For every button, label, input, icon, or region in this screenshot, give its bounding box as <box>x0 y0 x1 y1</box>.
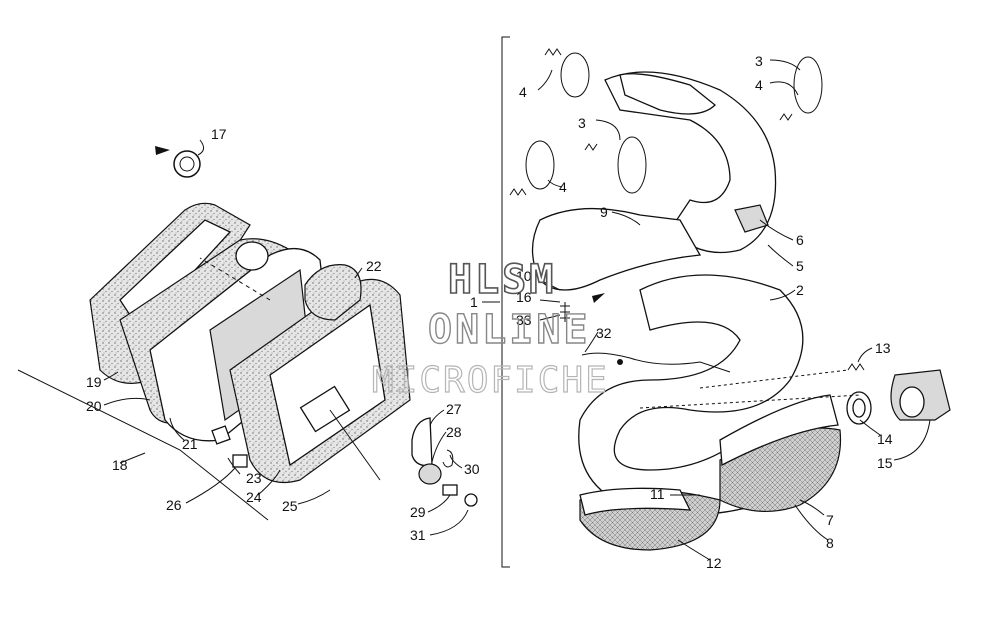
callout-29: 29 <box>410 504 426 520</box>
bracket-line-1 <box>501 36 510 568</box>
callout-2: 2 <box>796 282 804 298</box>
callout-26: 26 <box>166 497 182 513</box>
callout-3-top-right: 3 <box>755 53 763 69</box>
watermark: HLSM ONLINE MICROFICHE <box>371 256 609 401</box>
callout-1: 1 <box>470 294 478 310</box>
callout-10: 10 <box>516 268 532 284</box>
callout-22: 22 <box>366 258 382 274</box>
bracket-line-18 <box>17 369 269 521</box>
spring-33 <box>560 302 570 322</box>
spring-4-upper <box>544 48 562 56</box>
callout-18: 18 <box>112 457 128 473</box>
pipe-assembly <box>199 36 951 568</box>
leader-lines <box>103 59 931 561</box>
callout-7: 7 <box>826 512 834 528</box>
pipe-9 <box>531 207 702 291</box>
callout-9: 9 <box>600 204 608 220</box>
arrow-marker-32 <box>592 293 605 303</box>
callout-3-center: 3 <box>578 115 586 131</box>
callout-4-right: 4 <box>755 77 763 93</box>
callout-6: 6 <box>796 232 804 248</box>
callout-4-left: 4 <box>519 84 527 100</box>
grommet-28 <box>418 463 442 485</box>
callout-15: 15 <box>877 455 893 471</box>
heat-shield-8 <box>719 394 839 467</box>
bracket-27 <box>411 417 433 467</box>
muffler-assembly <box>17 146 411 521</box>
spacer-29 <box>442 484 458 496</box>
bolt-23 <box>211 425 231 445</box>
arrow-marker-17 <box>155 146 170 155</box>
callout-14: 14 <box>877 431 893 447</box>
front-cover-25 <box>269 303 386 467</box>
spring-4-right <box>779 113 793 121</box>
callout-16: 16 <box>516 289 532 305</box>
heat-shield-11 <box>579 487 692 516</box>
callout-17: 17 <box>211 126 227 142</box>
grommet-17-hole <box>179 156 195 172</box>
y-pipe-1000-label-panel <box>619 73 716 115</box>
spring-4-mid <box>584 143 598 151</box>
callout-31: 31 <box>410 527 426 543</box>
watermark-line-3: MICROFICHE <box>372 360 609 401</box>
nut-31 <box>464 493 478 507</box>
bolt-line-27 <box>329 409 381 481</box>
callout-24: 24 <box>246 489 262 505</box>
callout-33: 33 <box>516 312 532 328</box>
callout-13: 13 <box>875 340 891 356</box>
callout-28: 28 <box>446 424 462 440</box>
clamp-3-mid-left <box>525 140 555 190</box>
callout-32: 32 <box>596 325 612 341</box>
callout-27: 27 <box>446 401 462 417</box>
callout-4-mid: 4 <box>559 179 567 195</box>
callout-23: 23 <box>246 470 262 486</box>
gasket-14-hole <box>852 398 866 418</box>
callout-5: 5 <box>796 258 804 274</box>
callout-20: 20 <box>86 398 102 414</box>
cover-plate <box>299 385 351 433</box>
callout-labels: 1 2 3 3 3 4 4 4 5 6 7 8 9 11 12 13 14 15… <box>86 53 893 571</box>
gasket-5 <box>734 204 769 233</box>
mounting-hardware <box>329 409 478 507</box>
callout-11: 11 <box>650 486 665 502</box>
callout-19: 19 <box>86 374 102 390</box>
callout-25: 25 <box>282 498 298 514</box>
sensor-32-connector <box>617 359 623 365</box>
clamp-3-mid-right <box>617 136 647 194</box>
clamp-3-upper-left <box>560 52 590 98</box>
sensor-cable-32 <box>581 352 731 373</box>
dotted-guide-13 <box>699 369 849 389</box>
spring-13 <box>847 363 865 371</box>
watermark-line-2: ONLINE <box>428 307 591 353</box>
y-pipe-6 <box>604 71 777 254</box>
spring-4-lower <box>509 188 527 196</box>
plug-26 <box>232 454 248 468</box>
callout-8: 8 <box>826 535 834 551</box>
watermark-line-1: HLSM <box>448 257 556 303</box>
clip-30 <box>442 449 454 468</box>
callout-21: 21 <box>182 436 198 452</box>
small-shield-22 <box>304 264 362 321</box>
callout-12: 12 <box>706 555 722 571</box>
muffler-outlet-port <box>235 241 269 271</box>
dotted-guide-14 <box>639 394 861 409</box>
dotted-guide-muffler <box>199 257 271 301</box>
callout-30: 30 <box>464 461 480 477</box>
flange-15-port <box>899 386 925 418</box>
clamp-3-upper-right <box>793 56 823 114</box>
